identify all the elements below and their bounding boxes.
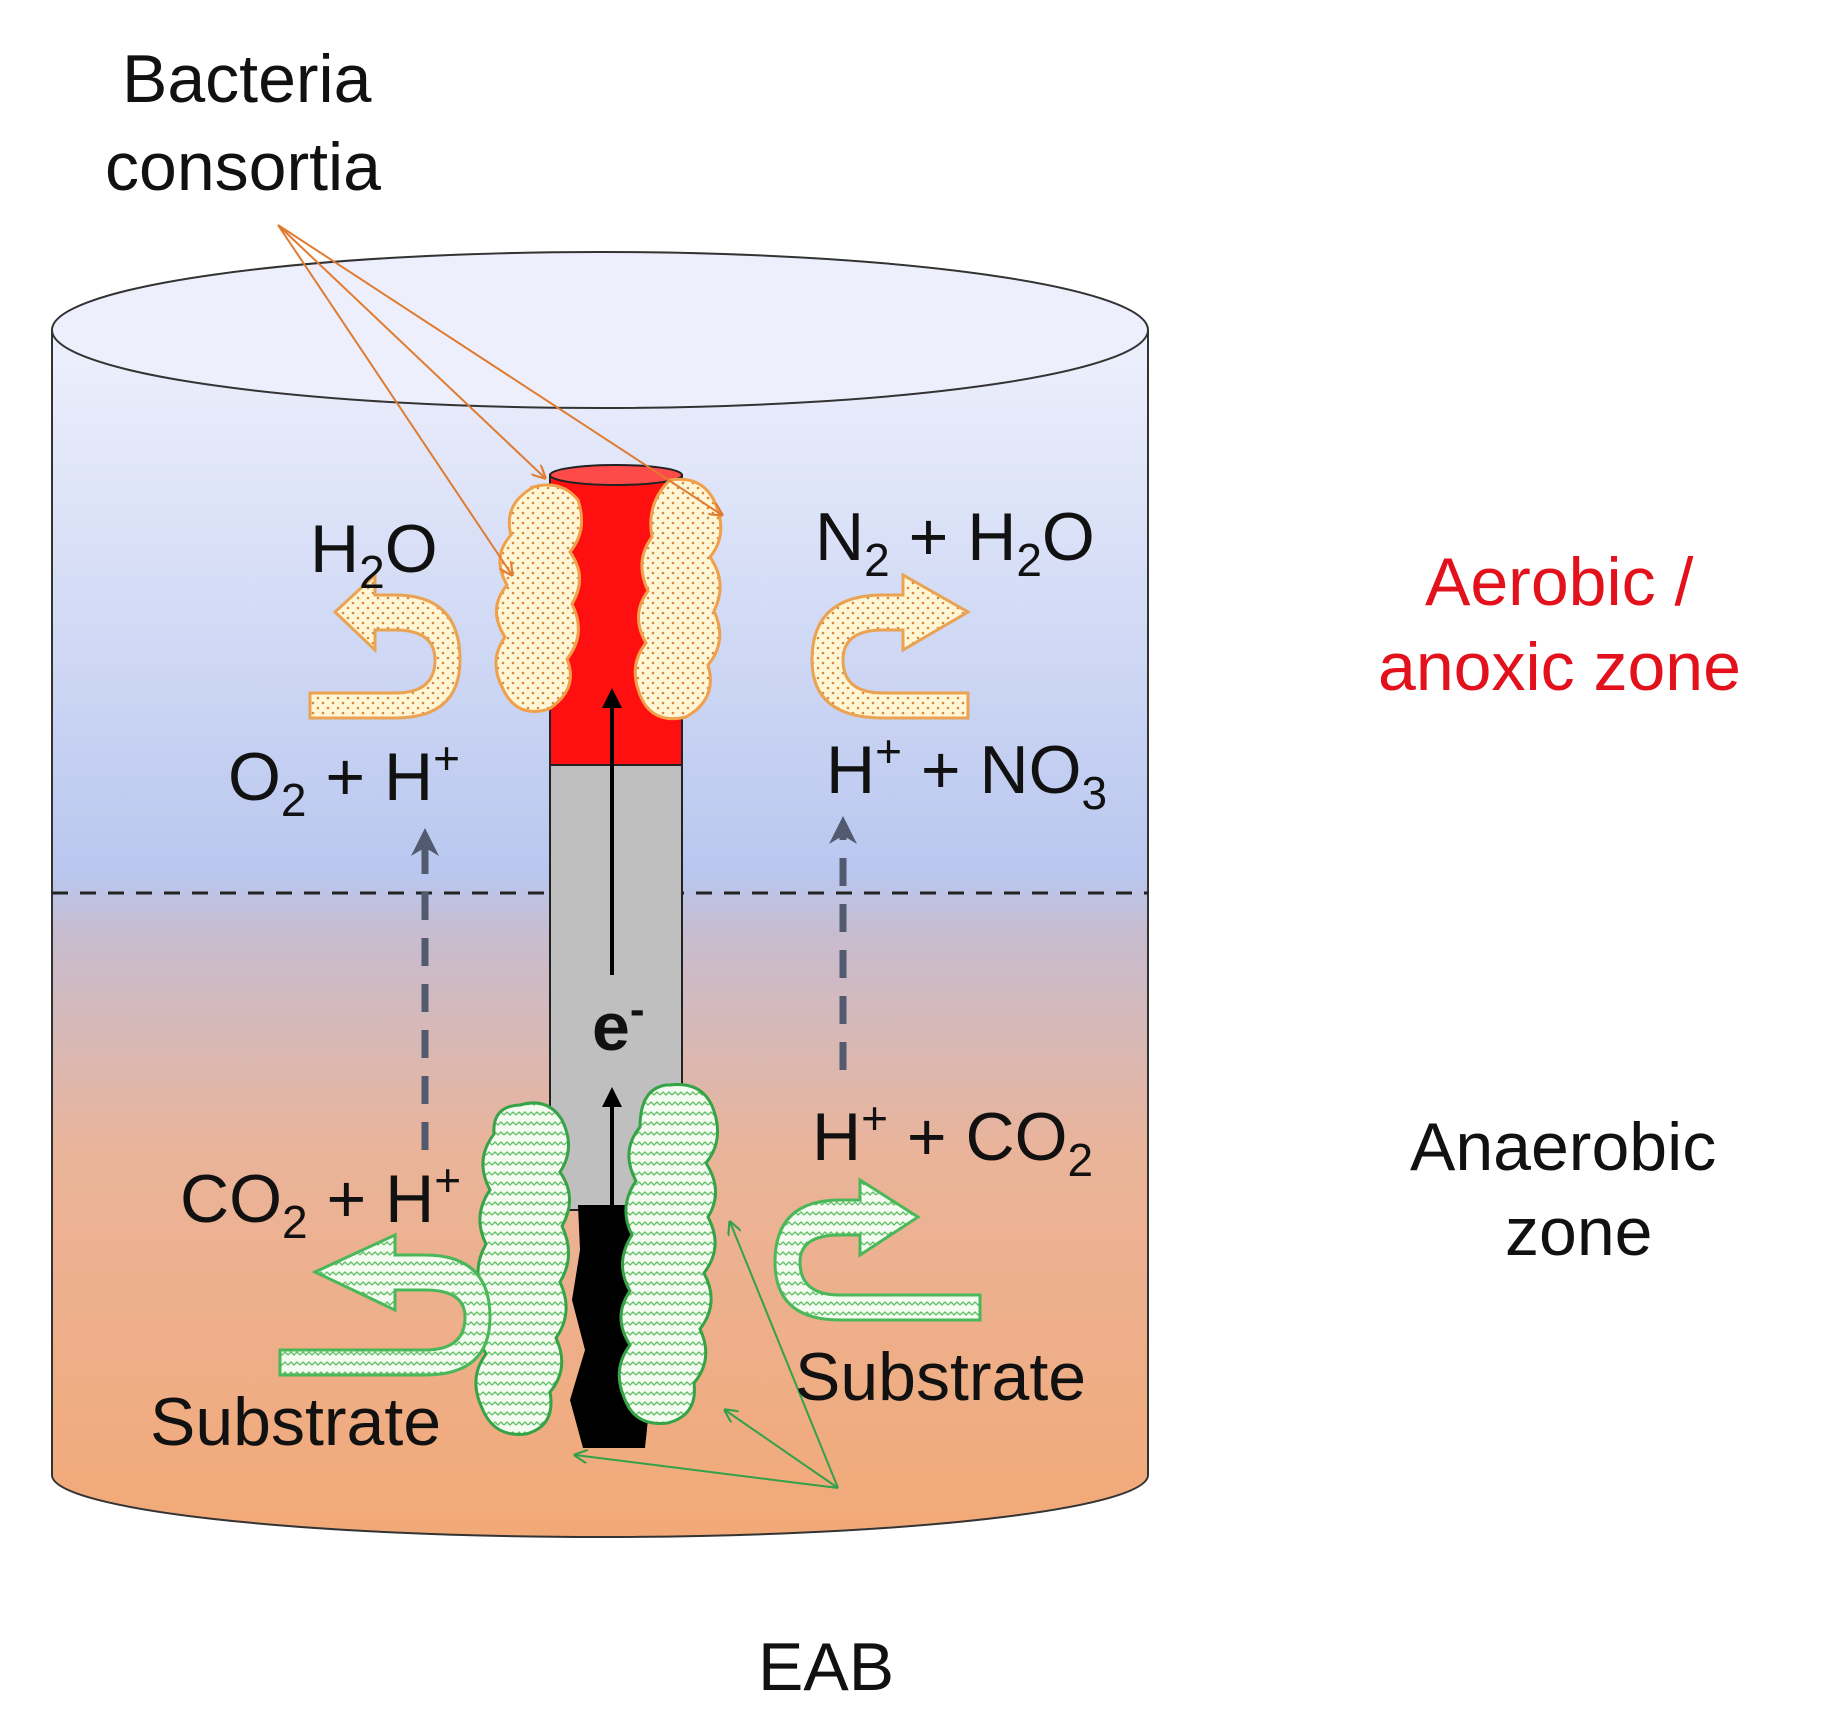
- eab-pointers: [575, 1222, 839, 1489]
- cathode-left-reactant: O2 + H+: [228, 732, 460, 826]
- bacteria-consortia-label-line1: Bacteria: [122, 41, 372, 117]
- anode-left-reaction-arrow: [278, 1232, 492, 1377]
- tank-top: [51, 251, 1149, 409]
- bacteria-cluster: [633, 477, 723, 721]
- pointer-line: [730, 1222, 839, 1489]
- eab-cluster: [474, 1101, 571, 1436]
- pointer-line: [575, 1455, 839, 1489]
- anode-right-product: H+ + CO2: [812, 1092, 1093, 1186]
- cathode-left-product: H2O: [310, 511, 438, 598]
- aerobic-zone-label-line2: anoxic zone: [1378, 629, 1741, 705]
- bacteria-consortia-pointers: [277, 224, 722, 575]
- pointer-line: [277, 224, 722, 515]
- electron-superscript: -: [630, 985, 645, 1034]
- cathode-top: [549, 464, 683, 486]
- eab-cluster: [617, 1083, 720, 1425]
- eab-clusters: [474, 1083, 720, 1436]
- anaerobic-zone-label-line2: zone: [1505, 1194, 1652, 1270]
- aerobic-zone-label-line1: Aerobic /: [1425, 544, 1693, 620]
- anode-left-substrate: Substrate: [150, 1384, 441, 1460]
- anode-left-product: CO2 + H+: [180, 1154, 461, 1248]
- bacteria-cluster: [494, 483, 584, 713]
- pointer-line: [277, 224, 512, 575]
- eab-label: EAB: [758, 1629, 894, 1705]
- cathode-right-reaction-arrow: [810, 572, 972, 720]
- anode-right-reaction-arrow: [773, 1177, 982, 1322]
- pointer-line: [277, 224, 545, 478]
- cathode-right-reactant: H+ + NO3: [826, 725, 1107, 819]
- anode-right-substrate: Substrate: [795, 1339, 1086, 1415]
- cathode-left-reaction-arrow: [308, 571, 462, 720]
- bacteria-consortia-label-line2: consortia: [105, 129, 381, 205]
- electron-label: e-: [592, 985, 644, 1065]
- cathode-right-product: N2 + H2O: [815, 499, 1095, 586]
- pointer-line: [725, 1410, 839, 1489]
- anaerobic-zone-label-line1: Anaerobic: [1410, 1109, 1716, 1185]
